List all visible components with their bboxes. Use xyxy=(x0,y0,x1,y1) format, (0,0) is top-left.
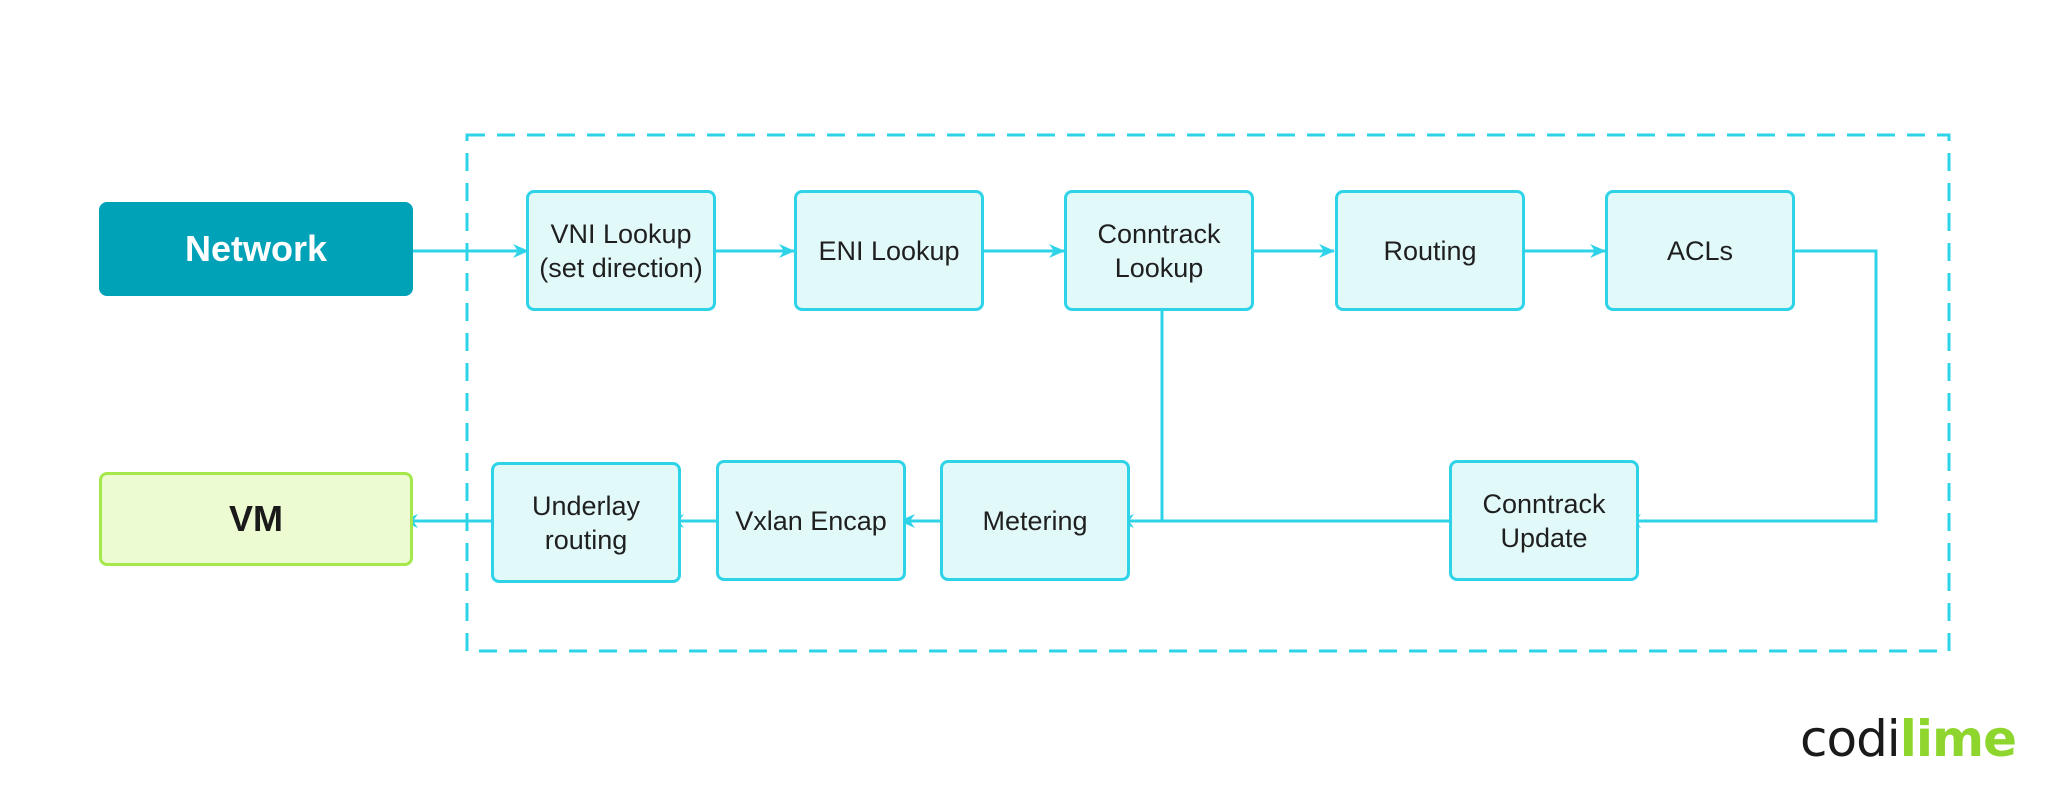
vm-label: VM xyxy=(229,498,283,539)
acls-label: ACLs xyxy=(1666,235,1734,266)
conntrack-update-node: Conntrack Update xyxy=(1449,460,1639,581)
vxlan-encap-node: Vxlan Encap xyxy=(716,460,906,581)
eni-lookup-node: ENI Lookup xyxy=(794,190,984,311)
routing-label: Routing xyxy=(1383,235,1477,266)
edge-acls-to-conntrack-update xyxy=(1625,249,1878,528)
metering-node: Metering xyxy=(940,460,1130,581)
vni-lookup-label: VNI Lookup (set direction) xyxy=(539,218,703,283)
underlay-routing-node: Underlay routing xyxy=(491,462,681,583)
pipeline-boundary xyxy=(465,133,1951,653)
network-label: Network xyxy=(184,228,328,269)
conntrack-update-label: Conntrack Update xyxy=(1482,488,1606,553)
acls-node: ACLs xyxy=(1605,190,1795,311)
codilime-logo: codilime xyxy=(1799,710,2017,768)
logo-text-lime: lime xyxy=(1899,710,2017,768)
vm-node: VM xyxy=(99,472,413,566)
metering-label: Metering xyxy=(982,505,1088,536)
vni-lookup-node: VNI Lookup (set direction) xyxy=(526,190,716,311)
conntrack-lookup-node: Conntrack Lookup xyxy=(1064,190,1254,311)
routing-node: Routing xyxy=(1335,190,1525,311)
eni-lookup-label: ENI Lookup xyxy=(818,235,960,266)
conntrack-lookup-label: Conntrack Lookup xyxy=(1097,218,1221,283)
logo-text-codi: codi xyxy=(1799,710,1901,768)
vxlan-encap-label: Vxlan Encap xyxy=(735,505,887,536)
network-node: Network xyxy=(99,202,413,296)
underlay-routing-label: Underlay routing xyxy=(531,490,641,555)
